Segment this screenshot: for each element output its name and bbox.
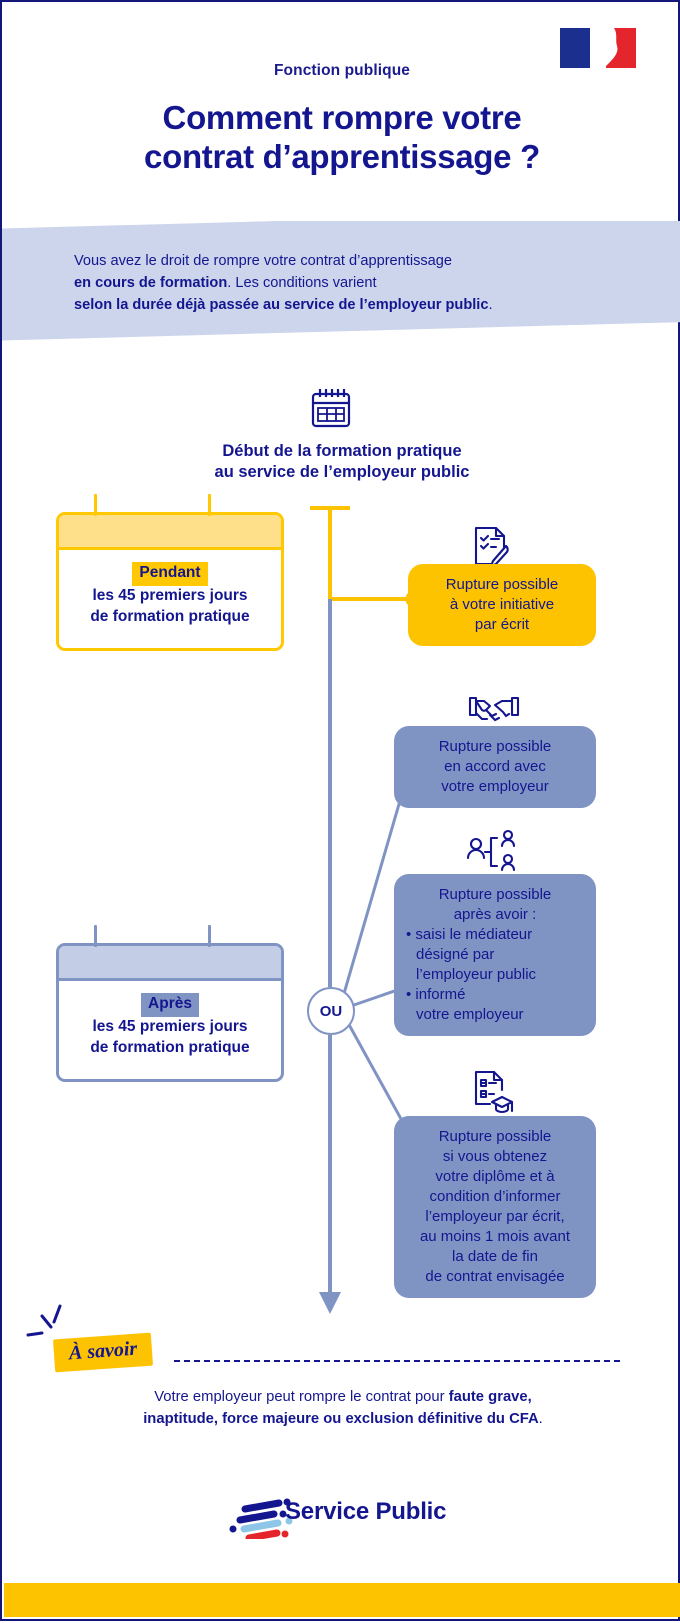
intro-text: Vous avez le droit de rompre votre contr… — [74, 250, 634, 317]
option-line: la date de fin — [452, 1247, 538, 1265]
timeline-start-title-line2: au service de l’employeur public — [214, 462, 470, 481]
option-bullet-line: l’employeur public — [416, 965, 537, 983]
option-line: Rupture possible — [438, 886, 552, 903]
note-bold2: inaptitude, force majeure ou exclusion d… — [143, 1411, 539, 1428]
period-chip-apres: Après — [141, 993, 199, 1017]
calendar-rings — [56, 494, 284, 516]
period-line1-apres: les 45 premiers jours — [92, 1017, 248, 1035]
note-line1: Votre employeur peut rompre le contrat p… — [154, 1389, 449, 1405]
option-line: par écrit — [474, 615, 530, 633]
option-line: à votre initiative — [449, 595, 555, 613]
option-line: après avoir : — [453, 905, 537, 923]
option-card-mediateur: Rupture possible après avoir : • saisi l… — [394, 874, 596, 1036]
option-card-initiative: Rupture possible à votre initiative par … — [408, 564, 596, 646]
brand-name: Service Public — [285, 1498, 447, 1525]
option-bullet-line: • informé — [406, 985, 466, 1003]
note-text: Votre employeur peut rompre le contrat p… — [58, 1386, 628, 1430]
page-title: Comment rompre votre contrat d’apprentis… — [2, 99, 680, 176]
period-line2-apres: de formation pratique — [90, 1038, 250, 1056]
intro-line2-bold: en cours de formation — [74, 275, 228, 292]
option-line: votre diplôme et à — [435, 1167, 555, 1185]
note-divider — [174, 1360, 620, 1362]
intro-line2-rest: . Les conditions varient — [227, 275, 377, 292]
mediator-people-icon — [466, 829, 516, 872]
calendar-strip — [59, 946, 281, 981]
page-title-line2: contrat d’apprentissage ? — [144, 137, 540, 175]
period-chip-pendant: Pendant — [132, 562, 208, 586]
period-card-pendant: Pendant les 45 premiers jours de formati… — [56, 494, 284, 651]
calendar-rings — [56, 925, 284, 947]
page-title-line1: Comment rompre votre — [162, 99, 522, 136]
marianne-profile-icon — [604, 28, 618, 68]
option-line: de contrat envisagée — [425, 1267, 565, 1285]
option-line: l’employeur par écrit, — [425, 1207, 565, 1225]
timeline-start-title: Début de la formation pratique au servic… — [2, 441, 680, 483]
option-line: Rupture possible — [445, 576, 559, 593]
timeline-start-title-line1: Début de la formation pratique — [222, 442, 462, 460]
eyebrow-label: Fonction publique — [273, 62, 410, 79]
period-line1-pendant: les 45 premiers jours — [92, 586, 248, 604]
option-line: si vous obtenez — [442, 1147, 548, 1165]
option-line: Rupture possible — [438, 1128, 552, 1145]
diploma-graduation-icon — [474, 1070, 514, 1114]
intro-line3-bold: selon la durée déjà passée au service de… — [74, 297, 489, 314]
calendar-icon — [311, 389, 351, 428]
option-card-accord: Rupture possible en accord avec votre em… — [394, 726, 596, 808]
footer-bar — [4, 1583, 680, 1617]
option-line: condition d’informer — [429, 1187, 561, 1205]
option-bullet-line: • saisi le médiateur — [406, 925, 533, 943]
option-bullet-line: désigné par — [416, 945, 495, 963]
branch-node-ou: OU — [307, 987, 355, 1035]
marianne-flag-icon — [560, 28, 636, 68]
intro-line3-rest: . — [488, 297, 493, 314]
note-line-end: . — [538, 1411, 543, 1428]
period-card-apres: Après les 45 premiers jours de formation… — [56, 925, 284, 1082]
option-bullet-line: votre employeur — [416, 1005, 524, 1023]
option-card-diplome: Rupture possible si vous obtenez votre d… — [394, 1116, 596, 1298]
sparkle-icon — [26, 1304, 62, 1337]
option-line: au moins 1 mois avant — [419, 1227, 571, 1245]
option-line: en accord avec — [444, 757, 546, 775]
intro-line1: Vous avez le droit de rompre votre contr… — [74, 253, 453, 269]
note-bold1: faute grave, — [448, 1389, 532, 1405]
option-line: votre employeur — [441, 777, 549, 795]
note-badge: À savoir — [52, 1332, 154, 1373]
handshake-icon — [468, 696, 520, 722]
period-line2-pendant: de formation pratique — [90, 607, 250, 625]
calendar-strip — [59, 515, 281, 550]
option-line: Rupture possible — [438, 738, 552, 755]
service-public-logo-icon — [229, 1498, 293, 1539]
